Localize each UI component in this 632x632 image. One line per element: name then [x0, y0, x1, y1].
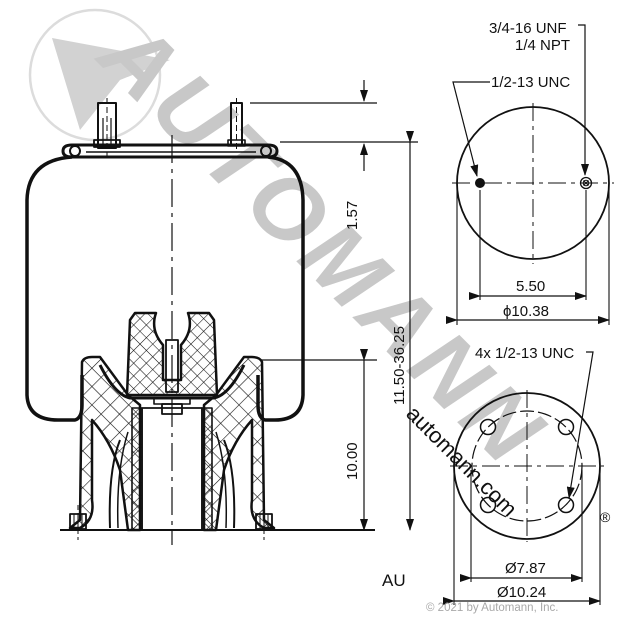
piston-core-right: [201, 407, 213, 531]
callout-stud-thread: 1/2-13 UNC: [491, 74, 570, 91]
copyright-notice: © 2021 by Automann, Inc.: [426, 602, 559, 614]
callout-bolt-holes: 4x 1/2-13 UNC: [475, 345, 574, 362]
piston-inner-wall-left-2: [116, 431, 129, 529]
side-view-dimensions: [250, 80, 418, 531]
stud-hole-icon: [475, 178, 485, 188]
piston-inner-wall-right-2: [215, 431, 228, 529]
model-code: AU: [382, 571, 406, 590]
piston-shell-left: [68, 355, 142, 532]
callout-air-fitting-thread: 3/4-16 UNF: [489, 20, 567, 37]
leader-stud: [452, 81, 490, 177]
air-fitting-icon: [579, 176, 593, 190]
watermark-logo-arrow: [52, 38, 170, 130]
callout-air-fitting-npt: 1/4 NPT: [515, 37, 570, 54]
leader-air-fitting: [578, 24, 589, 176]
watermark-registered: ®: [600, 509, 611, 525]
side-view: [25, 98, 375, 545]
bottom-view: [443, 351, 604, 605]
bolt-hole-icon: [557, 496, 575, 514]
top-stud-right: [227, 98, 246, 152]
dim-top-pin-offset: 1.57: [344, 201, 361, 230]
top-stud-left: [93, 98, 121, 160]
piston-inner-wall-right: [223, 439, 236, 529]
piston-core-left: [131, 407, 143, 531]
dim-stud-spacing: 5.50: [516, 278, 545, 295]
bump-stop-bolt: [165, 339, 179, 393]
bolt-hole-icon: [557, 418, 575, 436]
bump-stop: [125, 311, 219, 397]
dim-piston-diameter: Ø10.24: [497, 584, 546, 601]
dim-piston-height: 10.00: [344, 442, 361, 480]
dim-plate-diameter: ϕ10.38: [503, 303, 549, 320]
leader-bolt-holes: [566, 351, 594, 499]
dim-bolt-circle: Ø7.87: [505, 560, 546, 577]
top-view: [446, 24, 614, 325]
dim-height-range: 11.50-36.25: [391, 326, 408, 405]
bolt-hole-icon: [479, 496, 497, 514]
piston-inner-wall-left: [108, 439, 121, 529]
bump-stop-washer: [153, 397, 191, 405]
bolt-hole-icon: [479, 418, 497, 436]
